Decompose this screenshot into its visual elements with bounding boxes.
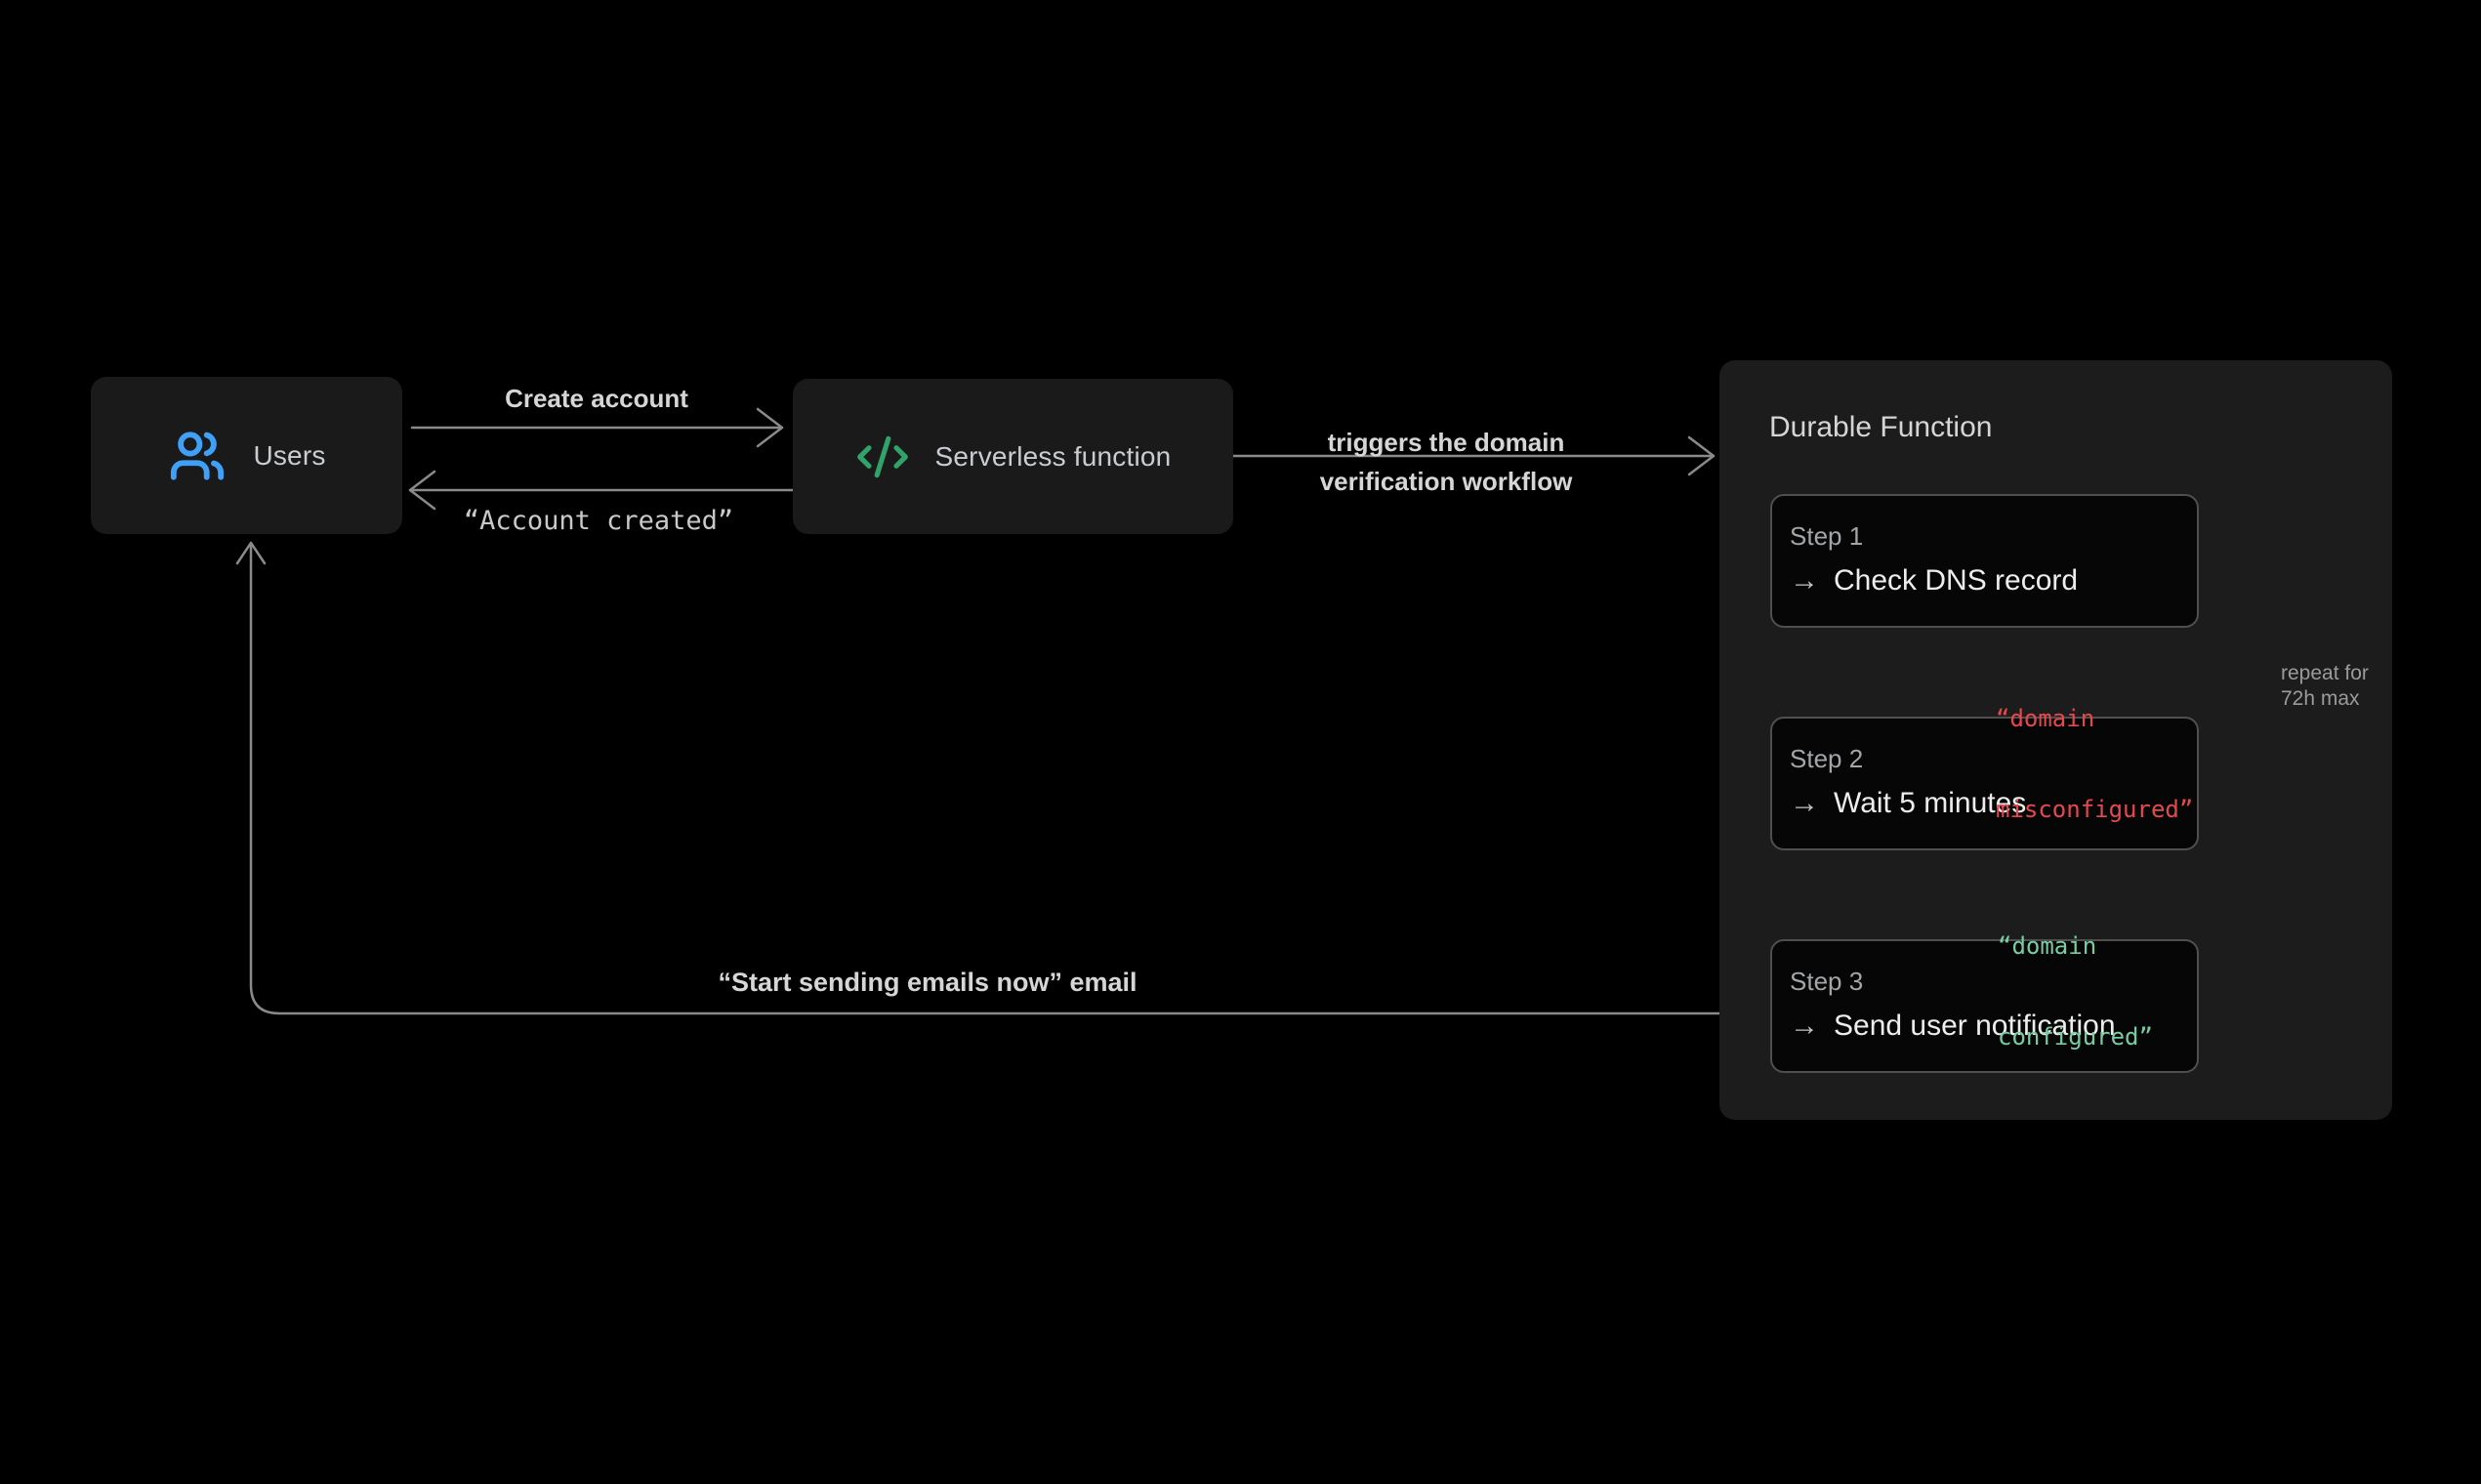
step-1-action: Check DNS record bbox=[1834, 564, 2079, 597]
code-icon bbox=[856, 435, 908, 477]
domain-misconfigured-label: “domain misconfigured” bbox=[1996, 705, 2194, 823]
serverless-function-label: Serverless function bbox=[934, 440, 1172, 472]
users-icon bbox=[171, 431, 225, 480]
account-created-edge-label: “Account created” bbox=[463, 506, 734, 536]
step-3-action: Send user notification bbox=[1834, 1010, 2116, 1042]
triggers-edge-label-line1: triggers the domain bbox=[1327, 428, 1565, 457]
panel-title: Durable Function bbox=[1769, 411, 1993, 443]
step-3-card: Step 3 → Send user notification bbox=[1770, 939, 2199, 1073]
create-account-arrow bbox=[410, 407, 784, 448]
account-created-arrow bbox=[408, 470, 806, 511]
domain-configured-label: “domain configured” bbox=[1998, 932, 2153, 1051]
serverless-function-node: Serverless function bbox=[793, 379, 1233, 534]
users-label: Users bbox=[253, 439, 326, 471]
repeat-72h-label: repeat for 72h max bbox=[2281, 662, 2369, 710]
durable-function-panel: Durable Function Step 1 → Check DNS reco… bbox=[1719, 360, 2392, 1120]
step-arrow-icon: → bbox=[1790, 564, 1819, 597]
step-1-label: Step 1 bbox=[1790, 521, 1864, 551]
step-arrow-icon: → bbox=[1790, 1010, 1819, 1042]
step-arrow-icon: → bbox=[1790, 787, 1819, 819]
send-email-return-arrow bbox=[235, 541, 1771, 1015]
step-2-label: Step 2 bbox=[1790, 744, 1864, 773]
create-account-edge-label: Create account bbox=[505, 384, 688, 413]
step-3-label: Step 3 bbox=[1790, 967, 1864, 996]
step-2-action: Wait 5 minutes bbox=[1834, 787, 2027, 819]
triggers-edge-label-line2: verification workflow bbox=[1319, 467, 1573, 496]
start-sending-email-edge-label: “Start sending emails now” email bbox=[718, 968, 1137, 997]
users-node: Users bbox=[91, 377, 402, 534]
step-1-card: Step 1 → Check DNS record bbox=[1770, 494, 2199, 628]
step-2-card: Step 2 → Wait 5 minutes bbox=[1770, 717, 2199, 850]
